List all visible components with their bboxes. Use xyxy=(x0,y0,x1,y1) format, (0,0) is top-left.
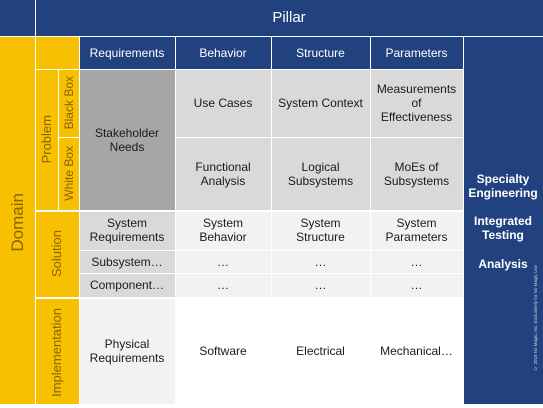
domain-label: Domain xyxy=(0,36,35,408)
col-header-structure: Structure xyxy=(271,36,370,69)
cell-software: Software xyxy=(175,297,271,404)
group-white-box: White Box xyxy=(58,137,79,210)
grid-line xyxy=(35,210,463,212)
group-black-box: Black Box xyxy=(58,69,79,137)
cell-subsystem-parameters: … xyxy=(370,250,463,273)
cell-use-cases: Use Cases xyxy=(175,69,271,137)
grid-line xyxy=(0,404,543,408)
cell-system-parameters: System Parameters xyxy=(370,210,463,250)
pillar-header: Pillar xyxy=(35,0,543,36)
cell-physical-requirements: Physical Requirements xyxy=(79,297,175,404)
copyright-notice: © 2018 No Magic, Inc. Exclusively for No… xyxy=(528,250,542,385)
cell-component-structure: … xyxy=(271,273,370,297)
cell-subsystem: Subsystem… xyxy=(79,250,175,273)
cell-component-behavior: … xyxy=(175,273,271,297)
grid-line xyxy=(58,137,79,138)
group-problem: Problem xyxy=(35,69,58,210)
grid-line xyxy=(463,36,464,408)
cell-stakeholder-needs: Stakeholder Needs xyxy=(79,69,175,210)
cell-component: Component… xyxy=(79,273,175,297)
cell-system-behavior: System Behavior xyxy=(175,210,271,250)
cell-moe-subsystems: MoEs of Subsystems xyxy=(370,137,463,210)
cell-mechanical: Mechanical… xyxy=(370,297,463,404)
cell-functional-analysis: Functional Analysis xyxy=(175,137,271,210)
grid-line xyxy=(79,250,463,251)
group-solution: Solution xyxy=(35,210,79,297)
grid-line xyxy=(35,69,463,70)
cell-system-context: System Context xyxy=(271,69,370,137)
grid-line xyxy=(370,36,371,404)
cell-subsystem-structure: … xyxy=(271,250,370,273)
grid-line xyxy=(79,273,463,274)
grid-line xyxy=(271,36,272,404)
grid-line xyxy=(35,0,36,408)
specialty-engineering-label: Specialty Engineering xyxy=(463,170,543,202)
cell-moe: Measurements of Effectiveness xyxy=(370,69,463,137)
cell-component-parameters: … xyxy=(370,273,463,297)
cell-subsystem-behavior: … xyxy=(175,250,271,273)
cell-logical-subsystems: Logical Subsystems xyxy=(271,137,370,210)
integrated-testing-label: Integrated Testing xyxy=(463,212,543,244)
grid-line xyxy=(58,69,59,210)
group-implementation: Implementation xyxy=(35,297,79,408)
grid-line xyxy=(79,36,80,408)
corner-cell xyxy=(0,0,35,36)
grid-line xyxy=(35,297,463,299)
col-header-requirements: Requirements xyxy=(79,36,175,69)
grid-line xyxy=(175,36,176,404)
analysis-label: Analysis xyxy=(463,256,543,272)
grid-line xyxy=(175,137,463,138)
col-header-behavior: Behavior xyxy=(175,36,271,69)
cell-system-requirements: System Requirements xyxy=(79,210,175,250)
cell-electrical: Electrical xyxy=(271,297,370,404)
cell-system-structure: System Structure xyxy=(271,210,370,250)
col-header-parameters: Parameters xyxy=(370,36,463,69)
corner-cell-2 xyxy=(35,36,79,69)
